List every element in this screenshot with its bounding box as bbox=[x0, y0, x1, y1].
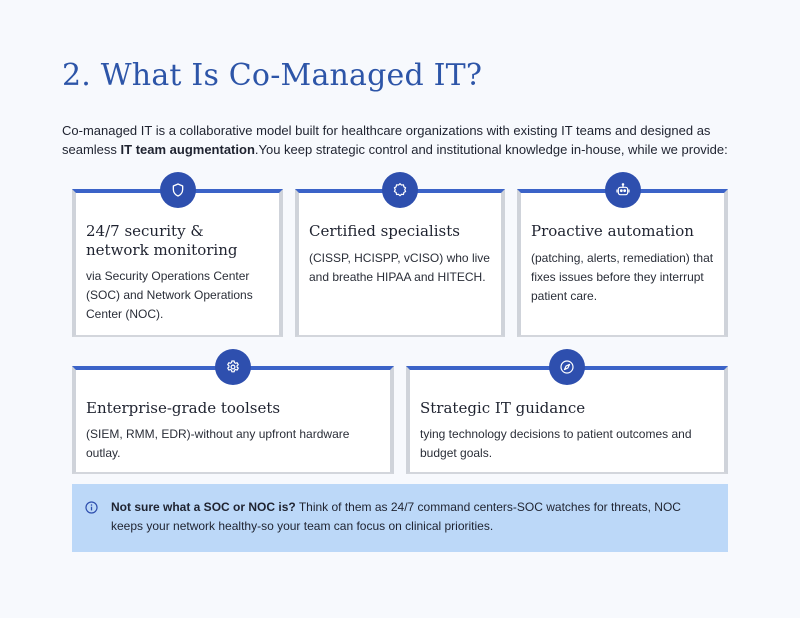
callout-explanation: Think of them as 24/7 command centers-SO… bbox=[111, 500, 681, 533]
intro-paragraph: Co-managed IT is a collaborative model b… bbox=[62, 121, 742, 159]
feature-card-strategic-guidance: Strategic IT guidance tying technology d… bbox=[406, 349, 728, 474]
feature-card-proactive-automation: Proactive automation (patching, alerts, … bbox=[517, 172, 728, 337]
card-title: 24/7 security & network monitoring bbox=[86, 222, 238, 259]
callout-text: Not sure what a SOC or NOC is? Think of … bbox=[111, 498, 712, 536]
shield-icon bbox=[172, 183, 183, 197]
intro-bold-phrase: IT team augmentation bbox=[120, 142, 255, 157]
card-description: tying technology decisions to patient ou… bbox=[420, 427, 692, 460]
feature-card-security-monitoring: 24/7 security & network monitoring via S… bbox=[72, 172, 283, 337]
callout-question: Not sure what a SOC or NOC is? bbox=[111, 500, 296, 514]
gear-icon bbox=[227, 360, 239, 373]
card-icon-badge bbox=[549, 349, 585, 385]
robot-icon bbox=[615, 183, 630, 196]
badge-seal-icon bbox=[393, 183, 407, 197]
info-callout: Not sure what a SOC or NOC is? Think of … bbox=[72, 484, 728, 552]
intro-text-start: Co-managed IT is a collaborative model b… bbox=[62, 123, 711, 157]
card-description: (patching, alerts, remediation) that fix… bbox=[531, 251, 714, 303]
card-title: Proactive automation bbox=[531, 222, 694, 240]
card-icon-badge bbox=[215, 349, 251, 385]
feature-card-certified-specialists: Certified specialists (CISSP, HCISPP, vC… bbox=[295, 172, 505, 337]
card-description: (CISSP, HCISPP, vCISO) who live and brea… bbox=[309, 251, 490, 284]
card-description: (SIEM, RMM, EDR)-without any upfront har… bbox=[86, 427, 350, 460]
card-description: via Security Operations Center (SOC) and… bbox=[86, 269, 253, 321]
card-icon-badge bbox=[159, 172, 196, 208]
compass-icon bbox=[560, 360, 574, 374]
page-title: 2. What Is Co-Managed IT? bbox=[62, 58, 483, 93]
feature-card-enterprise-toolsets: Enterprise-grade toolsets (SIEM, RMM, ED… bbox=[72, 349, 394, 474]
card-icon-badge bbox=[382, 172, 418, 208]
info-icon bbox=[85, 501, 98, 514]
intro-text-end: .You keep strategic control and institut… bbox=[254, 142, 728, 157]
card-title: Certified specialists bbox=[309, 222, 460, 240]
card-title: Enterprise-grade toolsets bbox=[86, 399, 281, 417]
card-title: Strategic IT guidance bbox=[420, 399, 586, 417]
card-icon-badge bbox=[604, 172, 641, 208]
